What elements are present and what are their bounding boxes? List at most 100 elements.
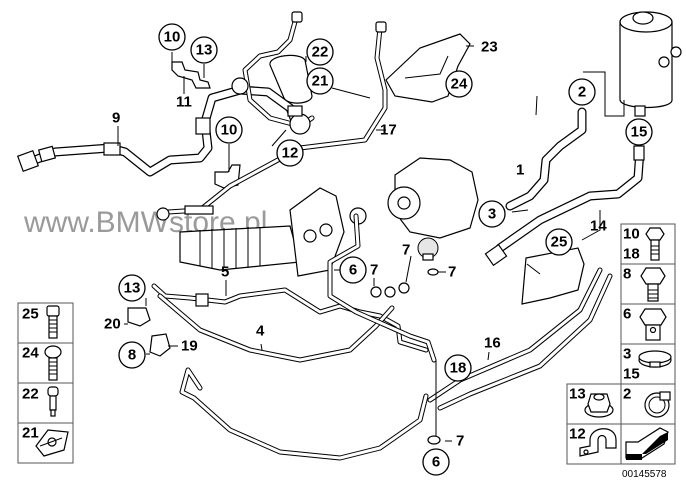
label-17[interactable]: 17 <box>380 122 397 139</box>
callout-2[interactable]: 2 <box>568 78 596 106</box>
left-parts-box: 25 24 22 21 <box>17 302 74 464</box>
right-box-label: 12 <box>569 426 586 443</box>
right-box-label: 6 <box>623 306 631 323</box>
left-box-label: 25 <box>22 306 39 323</box>
callout-8[interactable]: 8 <box>118 341 146 369</box>
oil-reservoir[interactable] <box>583 11 682 117</box>
hose-4[interactable] <box>157 293 395 363</box>
hex-bolt-small-icon <box>645 227 665 261</box>
callout-label: 13 <box>124 280 141 297</box>
pressure-line-5[interactable] <box>151 283 429 353</box>
right-box-label: 10 <box>623 226 640 243</box>
callout-18[interactable]: 18 <box>444 354 472 382</box>
callout-label: 8 <box>128 347 136 364</box>
right-box-item-8[interactable]: 8 <box>623 266 666 302</box>
label-14[interactable]: 14 <box>590 218 607 235</box>
left-box-label: 21 <box>22 425 39 442</box>
callout-24[interactable]: 24 <box>445 70 473 98</box>
bracket-11[interactable] <box>171 61 211 89</box>
label-20[interactable]: 20 <box>104 316 121 333</box>
callout-6b[interactable]: 6 <box>422 448 450 476</box>
return-hose-group[interactable] <box>231 11 315 135</box>
pipe-clip-icon <box>579 428 617 457</box>
label-5[interactable]: 5 <box>221 264 229 281</box>
right-box-label: 18 <box>623 246 640 263</box>
label-16[interactable]: 16 <box>484 335 501 352</box>
pipe-17[interactable] <box>156 21 388 221</box>
hose-9[interactable] <box>16 85 303 177</box>
right-box-item-2[interactable]: 2 <box>623 386 671 418</box>
right-box-item-10-18[interactable]: 10 18 <box>623 226 665 263</box>
flange-nut-icon <box>584 393 614 418</box>
leader-lines <box>117 45 601 442</box>
clip-nut-icon <box>35 429 69 457</box>
callout-13a[interactable]: 13 <box>190 36 218 64</box>
sensor-20[interactable] <box>127 307 151 327</box>
hose-16[interactable] <box>427 267 613 411</box>
label-23[interactable]: 23 <box>481 39 498 56</box>
hose-clamp-icon <box>644 391 671 418</box>
callout-12[interactable]: 12 <box>276 139 304 167</box>
callout-label: 10 <box>221 122 238 139</box>
collar-stud-icon <box>47 386 59 417</box>
callout-22[interactable]: 22 <box>306 38 334 66</box>
callout-10a[interactable]: 10 <box>158 23 186 51</box>
label-7a[interactable]: 7 <box>370 262 378 279</box>
label-7c[interactable]: 7 <box>448 264 456 281</box>
torx-bolt-icon <box>46 305 60 339</box>
callout-13b[interactable]: 13 <box>118 274 146 302</box>
callout-label: 24 <box>451 76 468 93</box>
callout-label: 10 <box>164 29 181 46</box>
steering-pump[interactable] <box>387 157 479 261</box>
right-box-label: 8 <box>623 266 631 283</box>
right-box-label: 3 <box>623 346 631 363</box>
right-box-item-12[interactable]: 12 <box>569 426 617 457</box>
left-box-item-22[interactable]: 22 <box>22 386 59 417</box>
left-box-item-24[interactable]: 24 <box>22 345 62 381</box>
callout-label: 3 <box>488 206 496 223</box>
label-7d[interactable]: 7 <box>456 433 464 450</box>
callout-label: 12 <box>282 145 299 162</box>
document-number: 00145578 <box>622 469 667 480</box>
left-box-item-21[interactable]: 21 <box>22 425 69 457</box>
clamp-band-icon <box>638 350 672 368</box>
left-box-item-25[interactable]: 25 <box>22 305 60 339</box>
label-4[interactable]: 4 <box>256 323 265 340</box>
right-box-label: 2 <box>623 386 631 403</box>
callout-label: 21 <box>312 73 329 90</box>
label-19[interactable]: 19 <box>181 338 198 355</box>
right-box-item-3-15[interactable]: 3 15 <box>623 346 672 383</box>
right-box-label: 13 <box>569 386 586 403</box>
label-11[interactable]: 11 <box>176 94 192 111</box>
callout-25[interactable]: 25 <box>545 228 573 256</box>
label-1[interactable]: 1 <box>516 162 524 179</box>
bracket-25[interactable] <box>521 247 585 305</box>
callout-3[interactable]: 3 <box>478 200 506 228</box>
right-box-item-6[interactable]: 6 <box>623 306 667 341</box>
right-parts-box: 10 18 8 6 3 15 <box>566 223 676 465</box>
hose-14[interactable] <box>484 145 645 267</box>
right-box-item-13[interactable]: 13 <box>569 386 614 418</box>
callout-15[interactable]: 15 <box>625 118 653 146</box>
direction-arrow-icon <box>625 427 669 460</box>
left-box-label: 22 <box>22 386 39 403</box>
right-box-label: 15 <box>623 366 640 383</box>
callout-label: 2 <box>578 84 586 101</box>
callout-label: 13 <box>196 42 213 59</box>
hose-1[interactable] <box>505 107 587 211</box>
label-7b[interactable]: 7 <box>402 242 410 259</box>
return-hose-lower[interactable] <box>179 360 441 461</box>
feed-pipe-rack[interactable] <box>327 213 439 363</box>
callout-6a[interactable]: 6 <box>339 256 367 284</box>
callout-21[interactable]: 21 <box>306 67 334 95</box>
callout-label: 22 <box>312 44 329 61</box>
callout-label: 15 <box>631 124 648 141</box>
bracket-19[interactable] <box>149 333 171 357</box>
right-box-item-arrow <box>625 427 669 460</box>
hex-bolt-icon <box>44 345 62 381</box>
banjo-bolt-icon <box>639 308 667 341</box>
callout-label: 25 <box>551 234 568 251</box>
label-9[interactable]: 9 <box>112 110 120 127</box>
callout-10b[interactable]: 10 <box>215 116 243 144</box>
